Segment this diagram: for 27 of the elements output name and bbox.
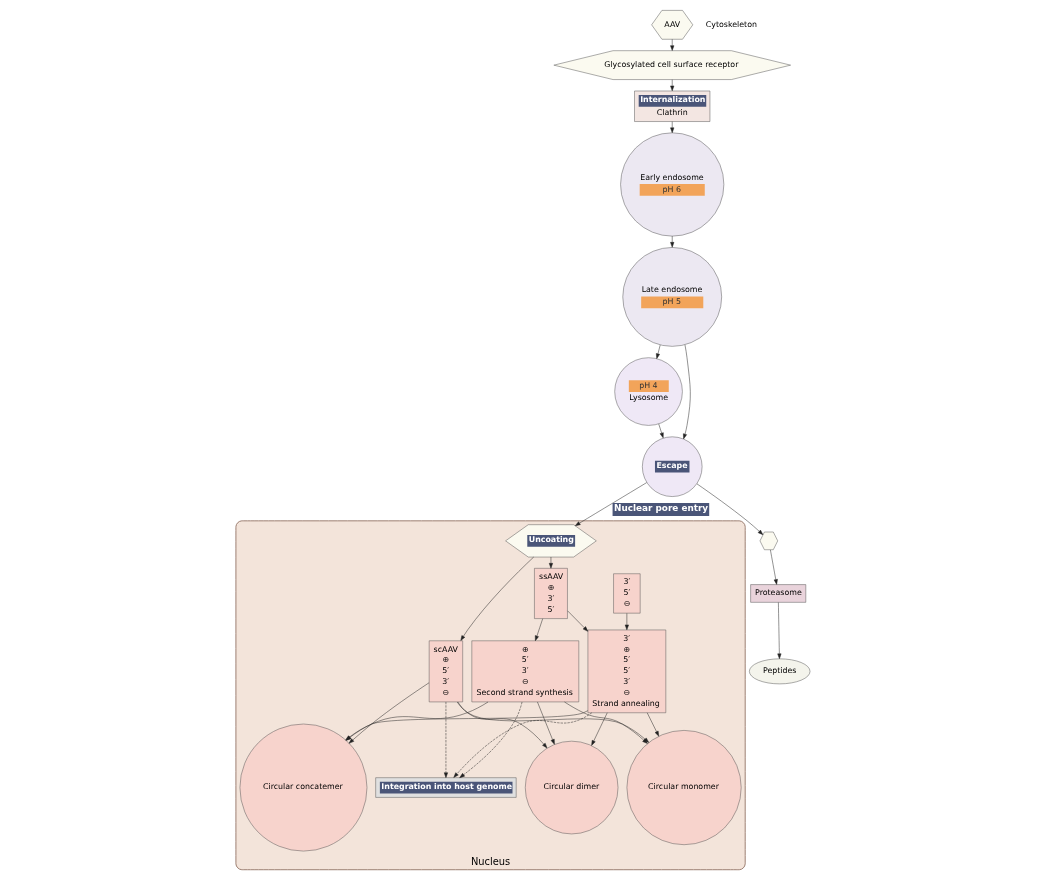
- arrow: [348, 682, 430, 744]
- arrow: [683, 344, 691, 440]
- arrow: [443, 701, 448, 778]
- arrow: [459, 701, 523, 778]
- arrow: [591, 712, 608, 746]
- arrow: [646, 712, 660, 737]
- arrow: [670, 79, 675, 92]
- edge-label: Nuclear pore entry: [614, 503, 709, 514]
- arrow: [460, 556, 534, 641]
- arrow: [777, 602, 782, 659]
- arrow: [457, 701, 548, 749]
- arrow: [567, 610, 589, 632]
- arrow: [770, 549, 778, 585]
- arrow: [670, 235, 675, 248]
- arrow: [548, 556, 553, 569]
- arrow: [658, 423, 664, 439]
- arrow: [656, 344, 661, 359]
- arrow: [670, 121, 675, 133]
- arrow: [670, 39, 675, 51]
- arrow: [537, 701, 555, 745]
- arrow: [696, 483, 764, 535]
- arrow: [345, 701, 489, 741]
- arrow: [345, 710, 589, 741]
- arrow: [453, 712, 593, 778]
- arrow: [535, 618, 543, 641]
- arrow: [575, 482, 647, 526]
- arrow: [624, 613, 629, 631]
